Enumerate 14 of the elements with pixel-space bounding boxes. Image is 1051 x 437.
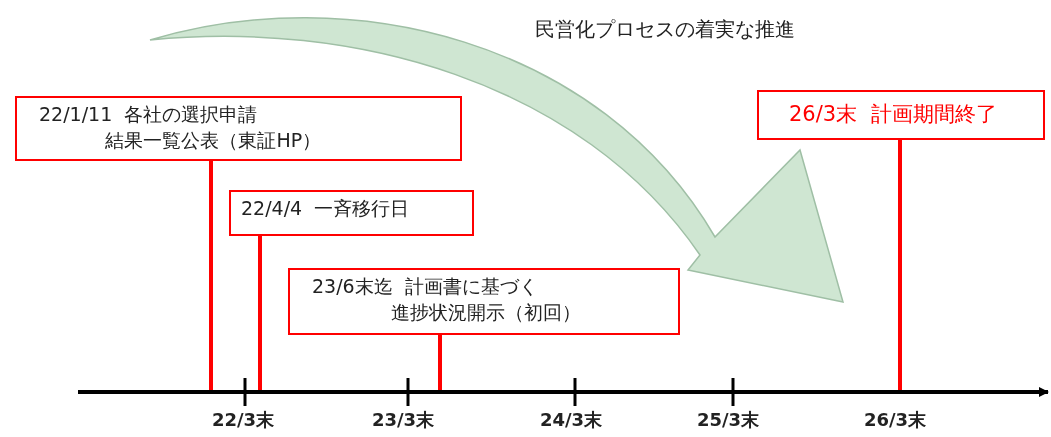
tick-label: 25/3末: [697, 408, 760, 432]
leader-line: [258, 236, 262, 390]
tick-label: 22/3末: [212, 408, 275, 432]
tick-label: 23/3末: [372, 408, 435, 432]
event-box: 26/3末 計画期間終了: [757, 90, 1045, 140]
title-text: 民営化プロセスの着実な推進: [535, 16, 795, 43]
leader-line: [438, 335, 442, 390]
tick-label: 24/3末: [540, 408, 603, 432]
leader-line: [209, 161, 213, 390]
leader-line: [898, 140, 902, 390]
tick-label: 26/3末: [864, 408, 927, 432]
event-box: 22/4/4 一斉移行日: [229, 190, 474, 236]
event-box: 22/1/11 各社の選択申請 結果一覧公表（東証HP）: [15, 96, 462, 161]
event-box: 23/6末迄 計画書に基づく 進捗状況開示（初回）: [288, 268, 680, 335]
